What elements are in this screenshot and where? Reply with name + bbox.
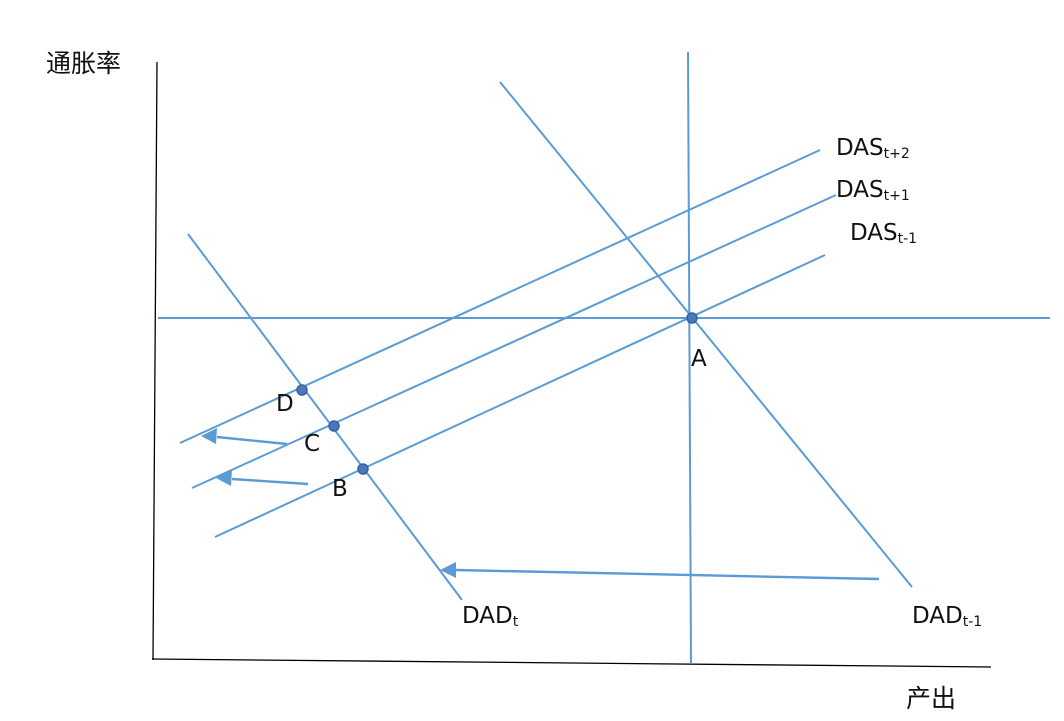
point-d-label: D xyxy=(276,391,294,417)
das-t-plus-2-label: DASt+2 xyxy=(836,135,910,162)
das-shift-arrow-upper xyxy=(201,428,288,446)
das-t-plus-2-curve xyxy=(179,149,821,444)
x-axis xyxy=(151,658,992,668)
das-t-minus-1-label: DASt-1 xyxy=(850,220,917,247)
y-axis-label: 通胀率 xyxy=(46,49,121,78)
potential-output-line xyxy=(687,51,692,665)
point-b-marker xyxy=(357,463,369,475)
dad-t-minus-1-label: DADt-1 xyxy=(912,603,982,630)
point-a-label: A xyxy=(691,346,707,372)
point-c-label: C xyxy=(304,431,320,457)
das-t-plus-1-label: DASt+1 xyxy=(836,177,910,204)
dad-t-minus-1-curve xyxy=(499,81,913,588)
point-b-label: B xyxy=(332,476,348,502)
point-a-marker xyxy=(686,312,698,324)
dad-t-label: DADt xyxy=(462,603,519,630)
point-d-marker xyxy=(296,384,308,396)
das-shift-arrow-lower xyxy=(216,470,309,486)
x-axis-label: 产出 xyxy=(906,684,956,713)
das-t-plus-1-curve xyxy=(191,194,837,489)
y-axis xyxy=(152,61,158,661)
point-c-marker xyxy=(328,420,340,432)
dad-shift-arrow xyxy=(440,562,880,581)
das-t-minus-1-curve xyxy=(214,254,826,538)
dad-t-curve xyxy=(187,233,463,601)
